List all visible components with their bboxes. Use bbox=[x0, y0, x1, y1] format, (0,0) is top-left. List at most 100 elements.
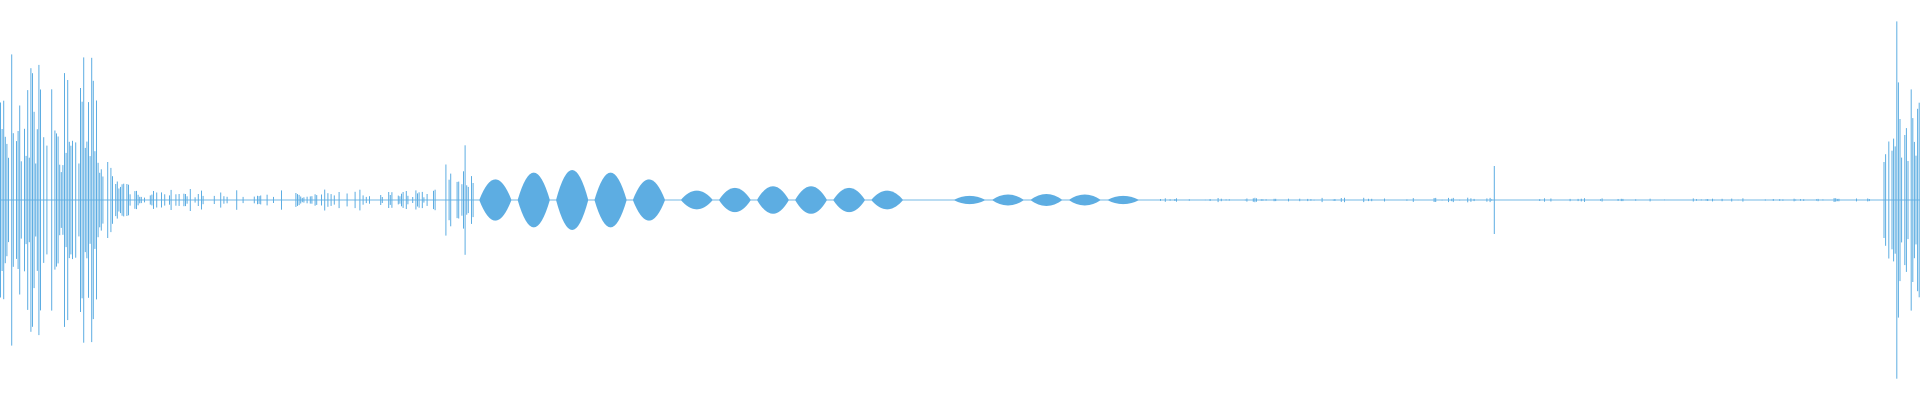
waveform-bar bbox=[1441, 199, 1443, 201]
waveform-bar bbox=[67, 80, 69, 321]
waveform-bar bbox=[1901, 157, 1903, 243]
waveform-bar bbox=[36, 129, 38, 271]
waveform-bar bbox=[223, 196, 225, 204]
waveform-bar bbox=[1265, 199, 1267, 201]
waveform-bar bbox=[1473, 198, 1475, 202]
waveform-bar bbox=[1254, 197, 1256, 203]
waveform-bar bbox=[64, 73, 65, 327]
waveform-bar bbox=[417, 193, 418, 207]
waveform-bar bbox=[260, 195, 262, 205]
waveform-bar bbox=[1489, 197, 1491, 203]
waveform-bar bbox=[170, 189, 172, 210]
waveform-bar bbox=[27, 90, 29, 310]
waveform-bar bbox=[112, 176, 113, 224]
waveform-bar bbox=[1244, 199, 1246, 201]
waveform-bar bbox=[426, 194, 428, 206]
waveform-bar bbox=[1491, 199, 1493, 201]
waveform-bar bbox=[1275, 198, 1277, 202]
waveform-bar bbox=[185, 194, 186, 207]
waveform-bar bbox=[1816, 199, 1817, 201]
waveform-bar bbox=[1793, 198, 1795, 202]
waveform-bar bbox=[38, 64, 40, 336]
waveform-bar bbox=[321, 194, 322, 206]
waveform-bar bbox=[1539, 199, 1541, 201]
waveform-bar bbox=[298, 194, 300, 206]
waveform-bar bbox=[466, 185, 468, 215]
waveform-bar bbox=[1918, 102, 1920, 298]
waveform-bar bbox=[1836, 198, 1838, 202]
waveform-bar bbox=[1917, 108, 1919, 292]
waveform-bar bbox=[301, 197, 303, 203]
waveform-bar bbox=[1580, 198, 1582, 202]
waveform-bar bbox=[201, 190, 202, 210]
waveform-bar bbox=[381, 197, 383, 203]
waveform-bar bbox=[59, 164, 61, 236]
waveform-bar bbox=[6, 143, 8, 257]
waveform-bar bbox=[1550, 198, 1552, 202]
waveform-bar bbox=[1601, 198, 1603, 202]
waveform-bar bbox=[1334, 199, 1336, 201]
waveform-lobe bbox=[1107, 195, 1140, 205]
waveform-bar bbox=[1712, 198, 1713, 202]
waveform-bar bbox=[1332, 199, 1334, 201]
waveform-lobe bbox=[1030, 194, 1063, 206]
waveform-bar bbox=[97, 162, 99, 238]
waveform-bar bbox=[194, 197, 196, 203]
waveform-bar bbox=[1584, 198, 1585, 202]
waveform-bar bbox=[54, 130, 56, 270]
waveform-bar bbox=[153, 191, 154, 209]
waveform-bar bbox=[183, 193, 185, 207]
waveform-bar bbox=[62, 165, 64, 235]
waveform-bar bbox=[151, 194, 153, 206]
waveform-bar bbox=[1569, 198, 1571, 202]
waveform-bar bbox=[3, 100, 5, 300]
waveform-bar bbox=[1467, 197, 1469, 203]
waveform-bar bbox=[51, 89, 53, 311]
waveform-bar bbox=[1904, 135, 1906, 266]
waveform-bar bbox=[1204, 199, 1206, 201]
waveform-bar bbox=[16, 141, 17, 259]
waveform-bar bbox=[1620, 198, 1622, 202]
waveform-bar bbox=[134, 191, 136, 209]
waveform-bar bbox=[1307, 198, 1309, 202]
waveform-bar bbox=[1544, 198, 1545, 202]
waveform-bar bbox=[389, 195, 391, 205]
waveform-bar bbox=[1822, 199, 1824, 201]
waveform-bar bbox=[297, 194, 298, 206]
waveform-bar bbox=[1470, 198, 1472, 202]
waveform-lobe bbox=[718, 187, 751, 213]
waveform-bar bbox=[99, 172, 101, 228]
waveform-lobe bbox=[953, 195, 986, 205]
waveform-bar bbox=[1883, 162, 1885, 238]
waveform-bar bbox=[1635, 199, 1637, 201]
waveform-bar bbox=[1700, 199, 1702, 201]
waveform-bar bbox=[412, 197, 414, 203]
waveform-bar bbox=[1246, 198, 1248, 202]
waveform-bar bbox=[92, 80, 94, 320]
waveform-bar bbox=[359, 189, 361, 211]
waveform-bar bbox=[1833, 198, 1835, 202]
waveform-bar bbox=[300, 196, 302, 204]
waveform-bar bbox=[1779, 199, 1781, 201]
waveform-bar bbox=[1433, 198, 1435, 202]
waveform-bar bbox=[80, 88, 81, 312]
waveform-bar bbox=[1493, 166, 1495, 234]
waveform-bar bbox=[56, 133, 57, 267]
waveform-bar bbox=[89, 156, 91, 244]
waveform-bar bbox=[129, 194, 131, 206]
waveform-bar bbox=[1649, 198, 1651, 202]
waveform-bar bbox=[28, 157, 30, 243]
waveform-bar bbox=[8, 157, 9, 243]
waveform-bar bbox=[20, 161, 22, 239]
waveform-bar bbox=[415, 190, 417, 210]
waveform-bar bbox=[338, 192, 340, 209]
waveform-bar bbox=[1817, 198, 1819, 202]
waveform-bar bbox=[1600, 199, 1601, 201]
waveform-bar bbox=[1164, 198, 1166, 202]
waveform-bar bbox=[88, 102, 89, 298]
waveform-bar bbox=[96, 181, 97, 220]
waveform-bar bbox=[306, 196, 308, 204]
waveform-bar bbox=[60, 172, 62, 228]
